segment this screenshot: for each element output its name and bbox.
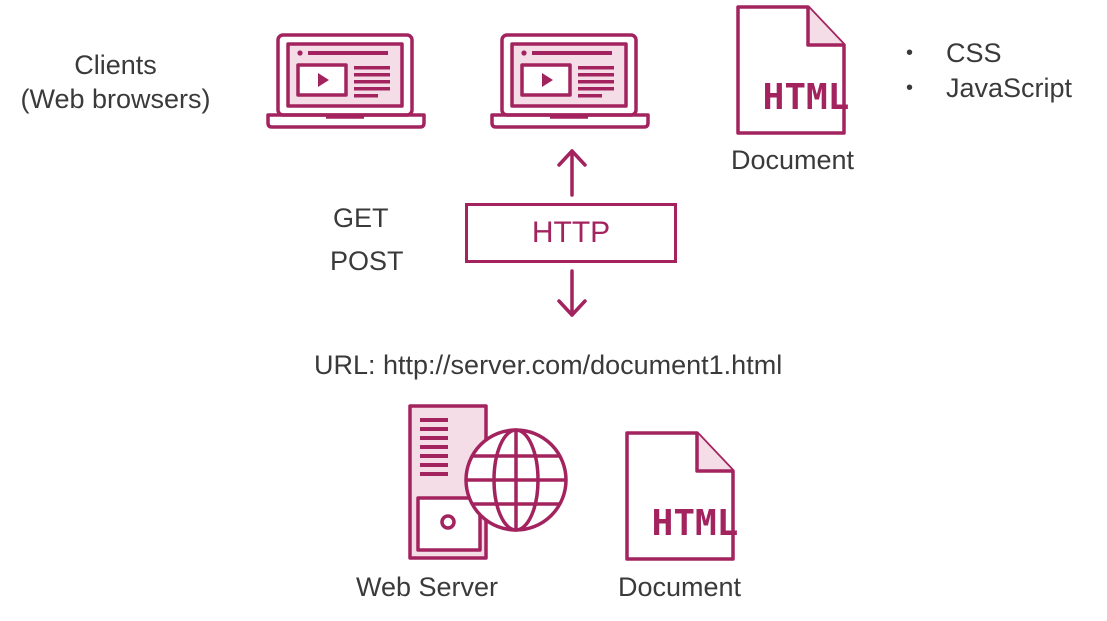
tech-list: • CSS • JavaScript xyxy=(906,36,1072,106)
bullet: • xyxy=(906,77,914,99)
method-get: GET xyxy=(333,203,389,233)
laptop-icon xyxy=(490,33,650,129)
web-server-label: Web Server xyxy=(356,572,499,602)
html-document-icon-text: HTML xyxy=(652,503,739,544)
tech-item-javascript: • JavaScript xyxy=(906,71,1072,106)
tech-item-label: JavaScript xyxy=(946,73,1073,103)
web-server-icon xyxy=(408,404,568,560)
tech-item-label: CSS xyxy=(946,38,1002,68)
html-document-icon: HTML xyxy=(736,5,850,135)
clients-label: Clients (Web browsers) xyxy=(0,48,231,116)
clients-label-line2: (Web browsers) xyxy=(20,84,211,114)
html-document-icon: HTML xyxy=(625,431,739,561)
http-box: HTTP xyxy=(465,203,677,263)
clients-label-line1: Clients xyxy=(74,50,157,80)
document-label-top: Document xyxy=(731,145,855,175)
method-post: POST xyxy=(330,246,404,276)
http-label: HTTP xyxy=(531,216,611,249)
arrow-up-icon xyxy=(557,149,587,197)
arrow-down-icon xyxy=(557,269,587,317)
tech-item-css: • CSS xyxy=(906,36,1072,71)
url-label: URL: http://server.com/document1.html xyxy=(314,350,783,380)
bullet: • xyxy=(906,42,914,64)
document-label-bottom: Document xyxy=(618,572,742,602)
laptop-icon xyxy=(266,33,426,129)
html-document-icon-text: HTML xyxy=(763,77,850,118)
